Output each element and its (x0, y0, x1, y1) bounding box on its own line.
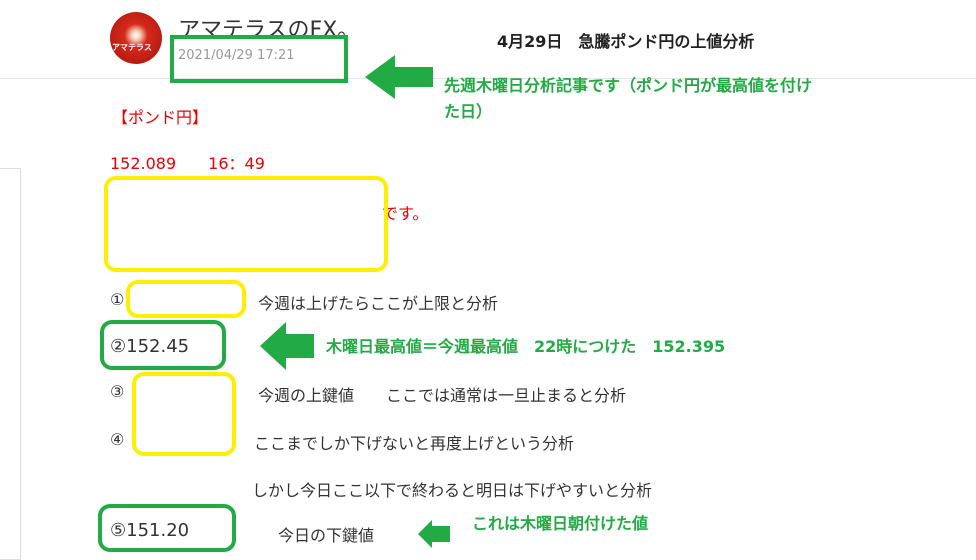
line-1-text: 今週は上げたらここが上限と分析 (258, 294, 499, 313)
line-6-mark: ⑤ (110, 520, 127, 541)
line-3-text: 今週の上鍵値 ここでは通常は一旦止まると分析 (258, 386, 627, 405)
line-6-value: 151.20 (126, 520, 190, 541)
line-1-mark: ① (110, 290, 125, 309)
side-panel (0, 168, 21, 560)
hidden-box (104, 176, 388, 272)
post-date: 2021/04/29 17:21 (178, 48, 295, 63)
date-highlight-box (170, 35, 348, 83)
line-2-mark: ② (110, 336, 127, 357)
line-5-text: しかし今日ここ以下で終わると明日は下げやすいと分析 (252, 481, 653, 500)
low-value-box (98, 504, 236, 552)
arrow-left-icon (365, 55, 433, 99)
hidden-box (126, 280, 246, 318)
line-6-text: 今日の下鍵値 (278, 526, 375, 545)
line-4-text: ここまでしか下げないと再度上げという分析 (254, 434, 575, 453)
date-note-line1: 先週木曜日分析記事です（ポンド円が最高値を付け (444, 76, 813, 95)
date-note-line2: た日） (444, 102, 493, 121)
blog-logo[interactable]: アマテラス (110, 12, 162, 64)
article-title: 4月29日 急騰ポンド円の上値分析 (497, 32, 755, 51)
desu-text: です。 (382, 204, 429, 223)
arrow-left-icon (418, 520, 450, 548)
low-note: これは木曜日朝付けた値 (472, 514, 649, 533)
price-time: 152.089 16：49 (110, 154, 265, 173)
logo-text: アマテラス (112, 43, 152, 52)
high-value-box (100, 320, 226, 370)
hidden-box (132, 372, 236, 456)
line-3-mark: ③ (110, 382, 125, 401)
line-2-value: 152.45 (126, 336, 190, 357)
high-note: 木曜日最高値＝今週最高値 22時につけた 152.395 (326, 337, 726, 356)
line-4-mark: ④ (110, 430, 125, 449)
arrow-left-icon (260, 322, 314, 370)
header-divider (0, 78, 976, 79)
pair-label: 【ポンド円】 (112, 108, 209, 127)
